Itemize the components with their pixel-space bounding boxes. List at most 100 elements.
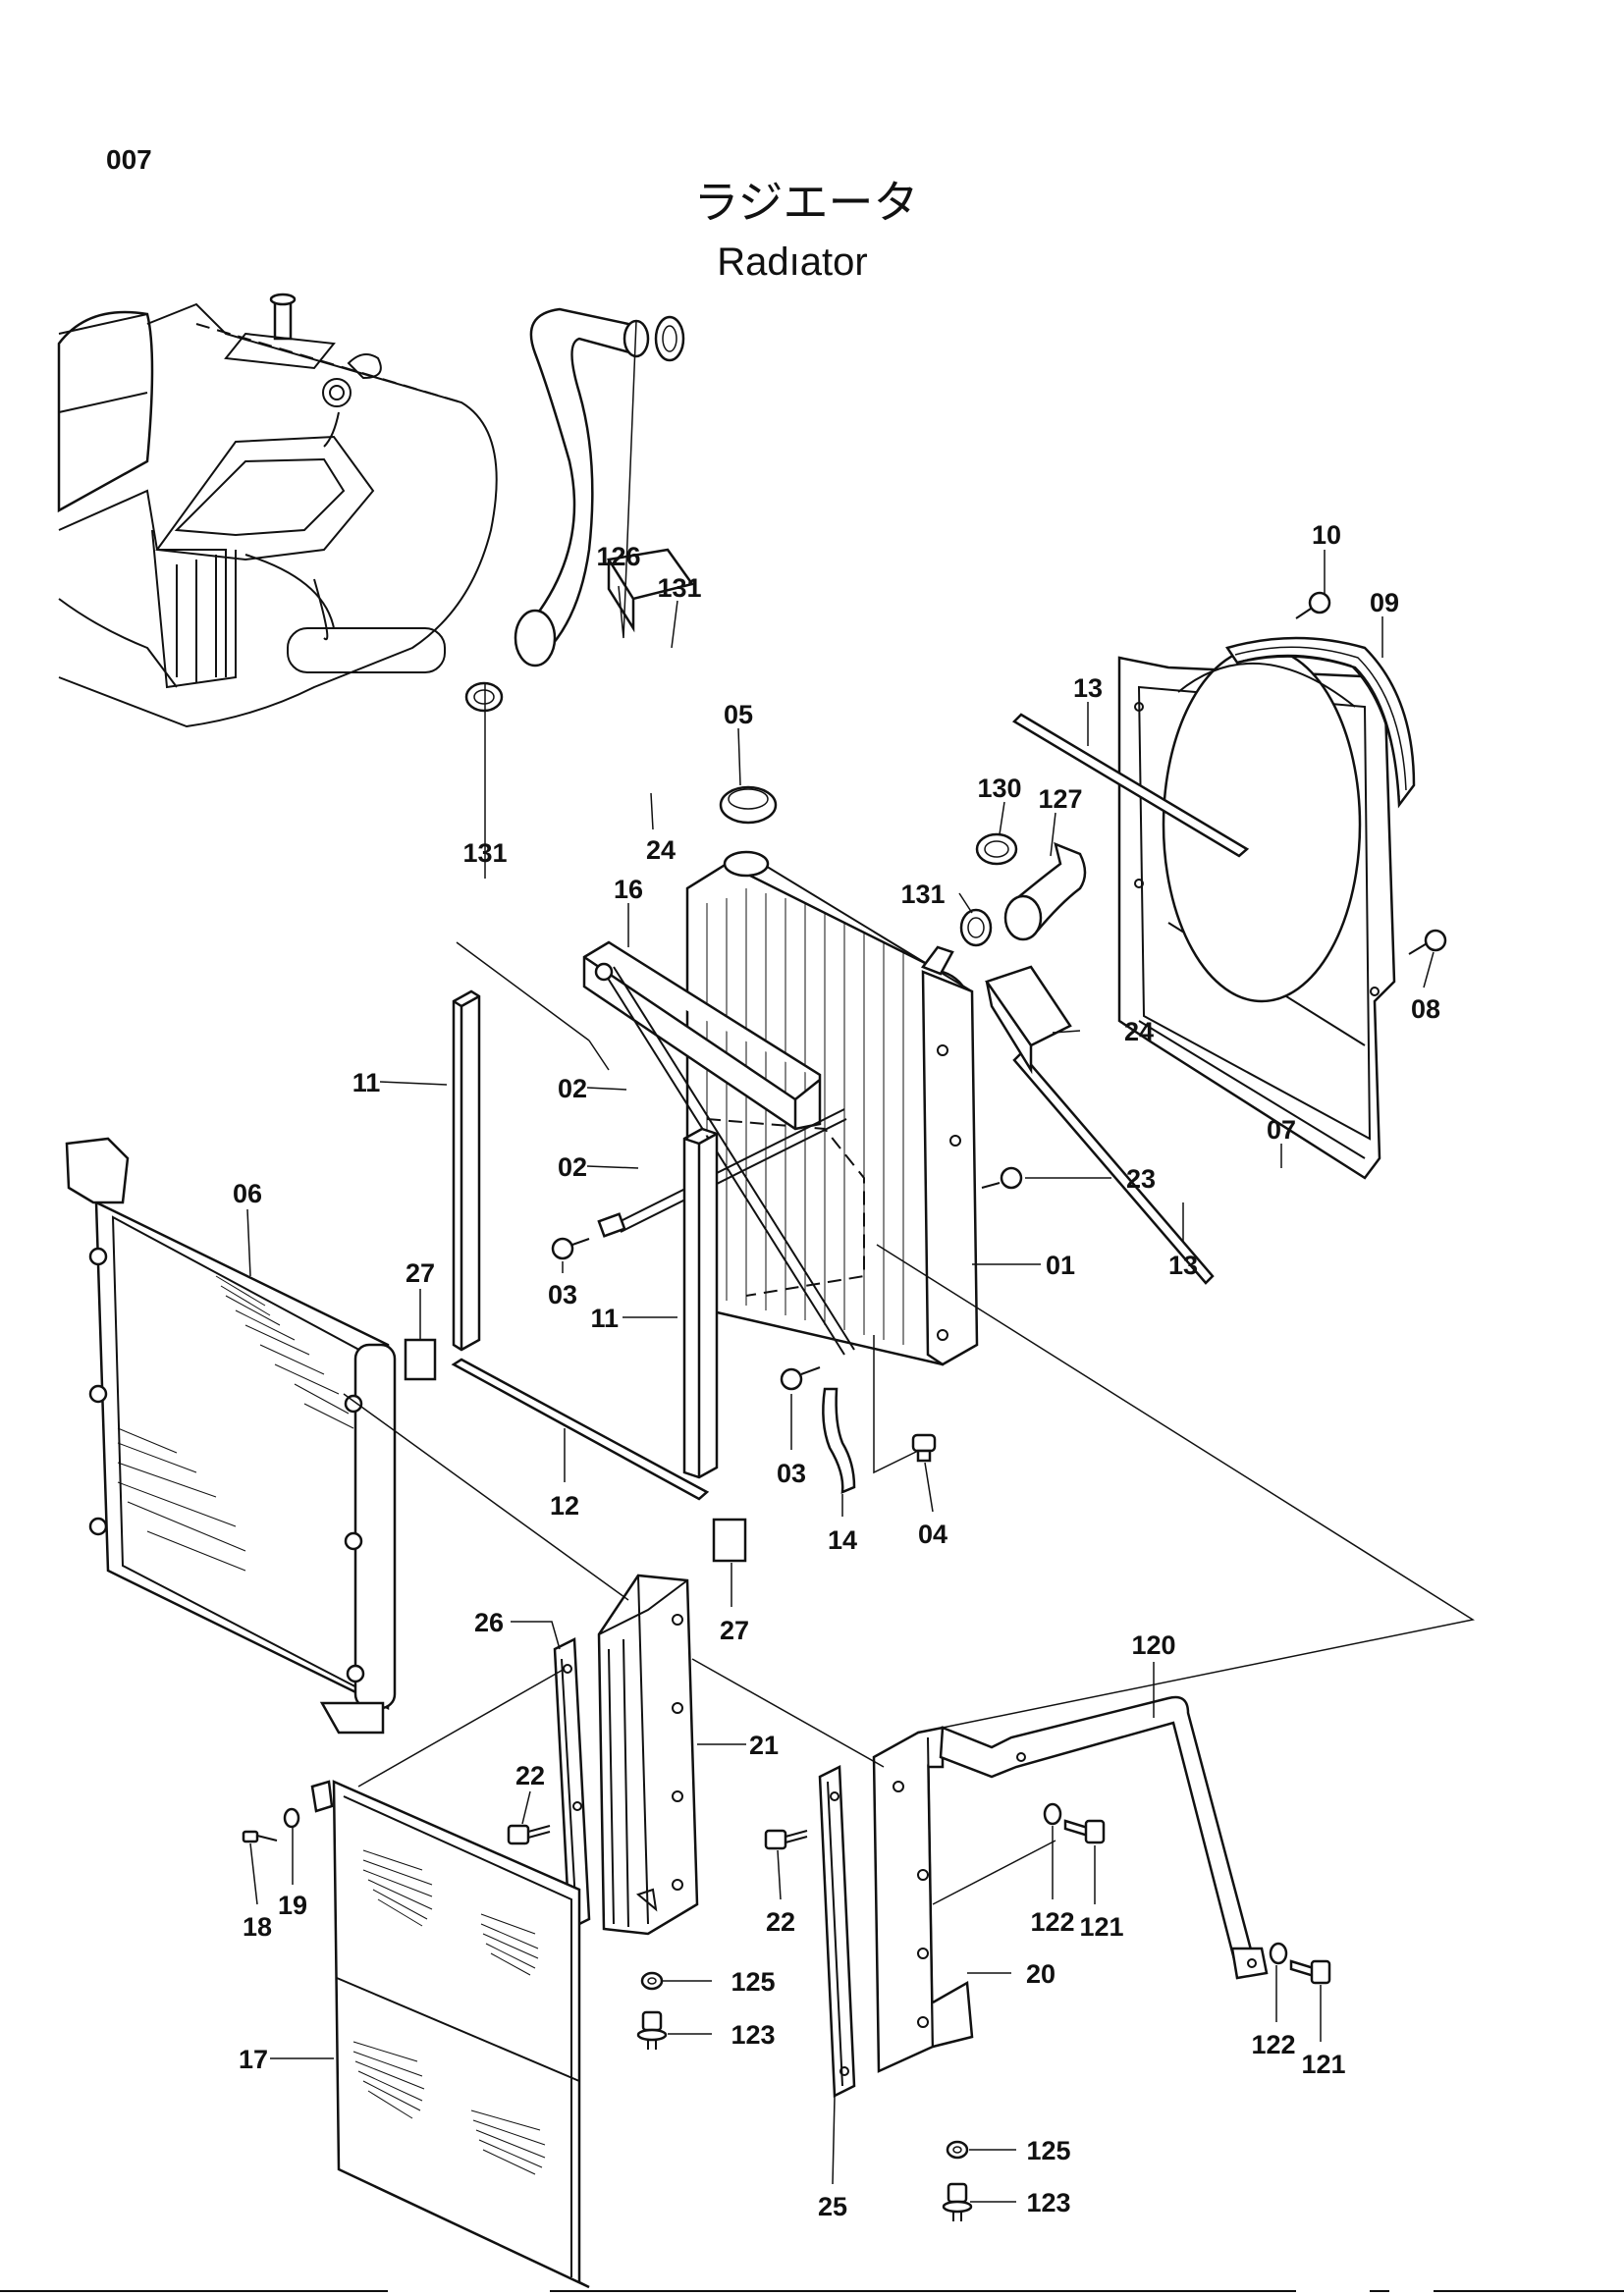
bolt-03-upper [551,1237,590,1260]
bolt-121-upper [1063,1819,1106,1844]
callout-05: 05 [724,700,753,729]
callout-121: 121 [1301,2050,1345,2079]
callout-23: 23 [1126,1164,1156,1194]
stay-rods-02 [594,962,855,1356]
callout-125: 125 [731,1967,775,1997]
bolt-121-lower [1289,1959,1331,1985]
callout-03: 03 [548,1280,577,1309]
callout-122: 122 [1251,2030,1295,2059]
callout-22: 22 [515,1761,545,1790]
callout-07: 07 [1267,1115,1296,1145]
cushion-27-lower [712,1518,747,1563]
bolt-18 [242,1830,278,1843]
callout-20: 20 [1026,1959,1056,1989]
bolt-23 [981,1166,1023,1190]
callout-24: 24 [1124,1017,1154,1046]
hose-clamp-131-left [464,681,504,713]
seal-strip-13-lower [1012,1051,1215,1285]
callout-121: 121 [1079,1912,1123,1942]
washer-122-upper [1043,1802,1062,1826]
callout-11: 11 [590,1304,619,1333]
side-plate-26 [553,1637,591,1931]
lower-hose-127 [1003,841,1087,941]
foam-strip-11-right [682,1127,719,1479]
callout-130: 130 [977,774,1021,803]
bolt-22-left [507,1824,551,1845]
callout-19: 19 [278,1891,307,1920]
stay-120 [939,1695,1269,1980]
bolt-03-lower [780,1366,821,1391]
callout-16: 16 [614,875,643,904]
hose-clamp-131-top [654,315,685,362]
callout-02: 02 [558,1074,587,1103]
side-plate-25 [818,1765,856,2098]
hose-clamp-131-right [959,908,993,947]
access-panel-17 [332,1780,590,2289]
fan-shroud-07 [1117,646,1396,1180]
callout-131: 131 [657,573,701,603]
clip [310,1780,334,1813]
washer-125-right [946,2140,969,2160]
drain-hose-14 [822,1387,856,1494]
callout-02: 02 [558,1152,587,1182]
callout-13: 13 [1168,1251,1198,1280]
washer-125-left [640,1971,664,1991]
callout-04: 04 [918,1520,947,1549]
callout-27: 27 [406,1258,435,1288]
radiator-cap-05 [719,785,778,825]
radiator-core-01 [685,850,979,1366]
callout-24: 24 [646,835,676,865]
callout-25: 25 [818,2192,847,2221]
hose-clamp-130 [975,832,1018,866]
oil-cooler-06 [65,1137,397,1735]
seal-strip-13-upper [1011,713,1250,858]
callout-125: 125 [1026,2136,1070,2165]
callout-09: 09 [1370,588,1399,617]
title-english: Radıator [717,240,867,284]
bolt-22-right [764,1829,808,1850]
callout-122: 122 [1030,1907,1074,1937]
callout-127: 127 [1038,784,1082,814]
foam-strip-11-left [452,989,481,1352]
washer-19 [283,1807,300,1829]
callout-21: 21 [749,1731,779,1760]
callout-131: 131 [462,838,507,868]
fan-guard-09 [1225,636,1416,809]
callout-22: 22 [766,1907,795,1937]
callout-14: 14 [828,1525,857,1555]
callout-18: 18 [243,1912,272,1942]
callout-27: 27 [720,1616,749,1645]
callout-03: 03 [777,1459,806,1488]
callout-131: 131 [900,880,945,909]
bolt-08 [1408,929,1447,955]
bolt-123-right [942,2182,973,2221]
washer-122-lower [1269,1942,1288,1965]
callout-123: 123 [731,2020,775,2050]
cushion-27-upper [404,1338,437,1381]
callout-11: 11 [352,1068,381,1097]
callout-13: 13 [1073,673,1103,703]
seal-24-lower [985,965,1072,1075]
callout-08: 08 [1411,994,1440,1024]
bracket-20 [872,1726,974,2073]
upper-hose-126 [514,307,650,667]
seal-16 [582,940,822,1131]
bolt-10 [1295,591,1331,619]
callout-126: 126 [596,542,640,571]
seal-strip-12 [451,1358,710,1501]
callout-123: 123 [1026,2188,1070,2217]
callout-17: 17 [239,2045,268,2074]
callout-labels: 126 131 10 09 05 13 24 16 130 127 131 13… [233,520,1440,2221]
bracket-21 [597,1574,699,1936]
callout-06: 06 [233,1179,262,1208]
callout-120: 120 [1131,1630,1175,1660]
bolt-123-left [636,2010,668,2050]
page-number: 007 [106,144,152,175]
assembly-guide-lines [343,941,1475,1905]
drain-plug-04 [911,1433,937,1463]
leader-lines [246,320,1435,2203]
callout-26: 26 [474,1608,504,1637]
callout-10: 10 [1312,520,1341,550]
machine-body-illustration [57,293,498,728]
